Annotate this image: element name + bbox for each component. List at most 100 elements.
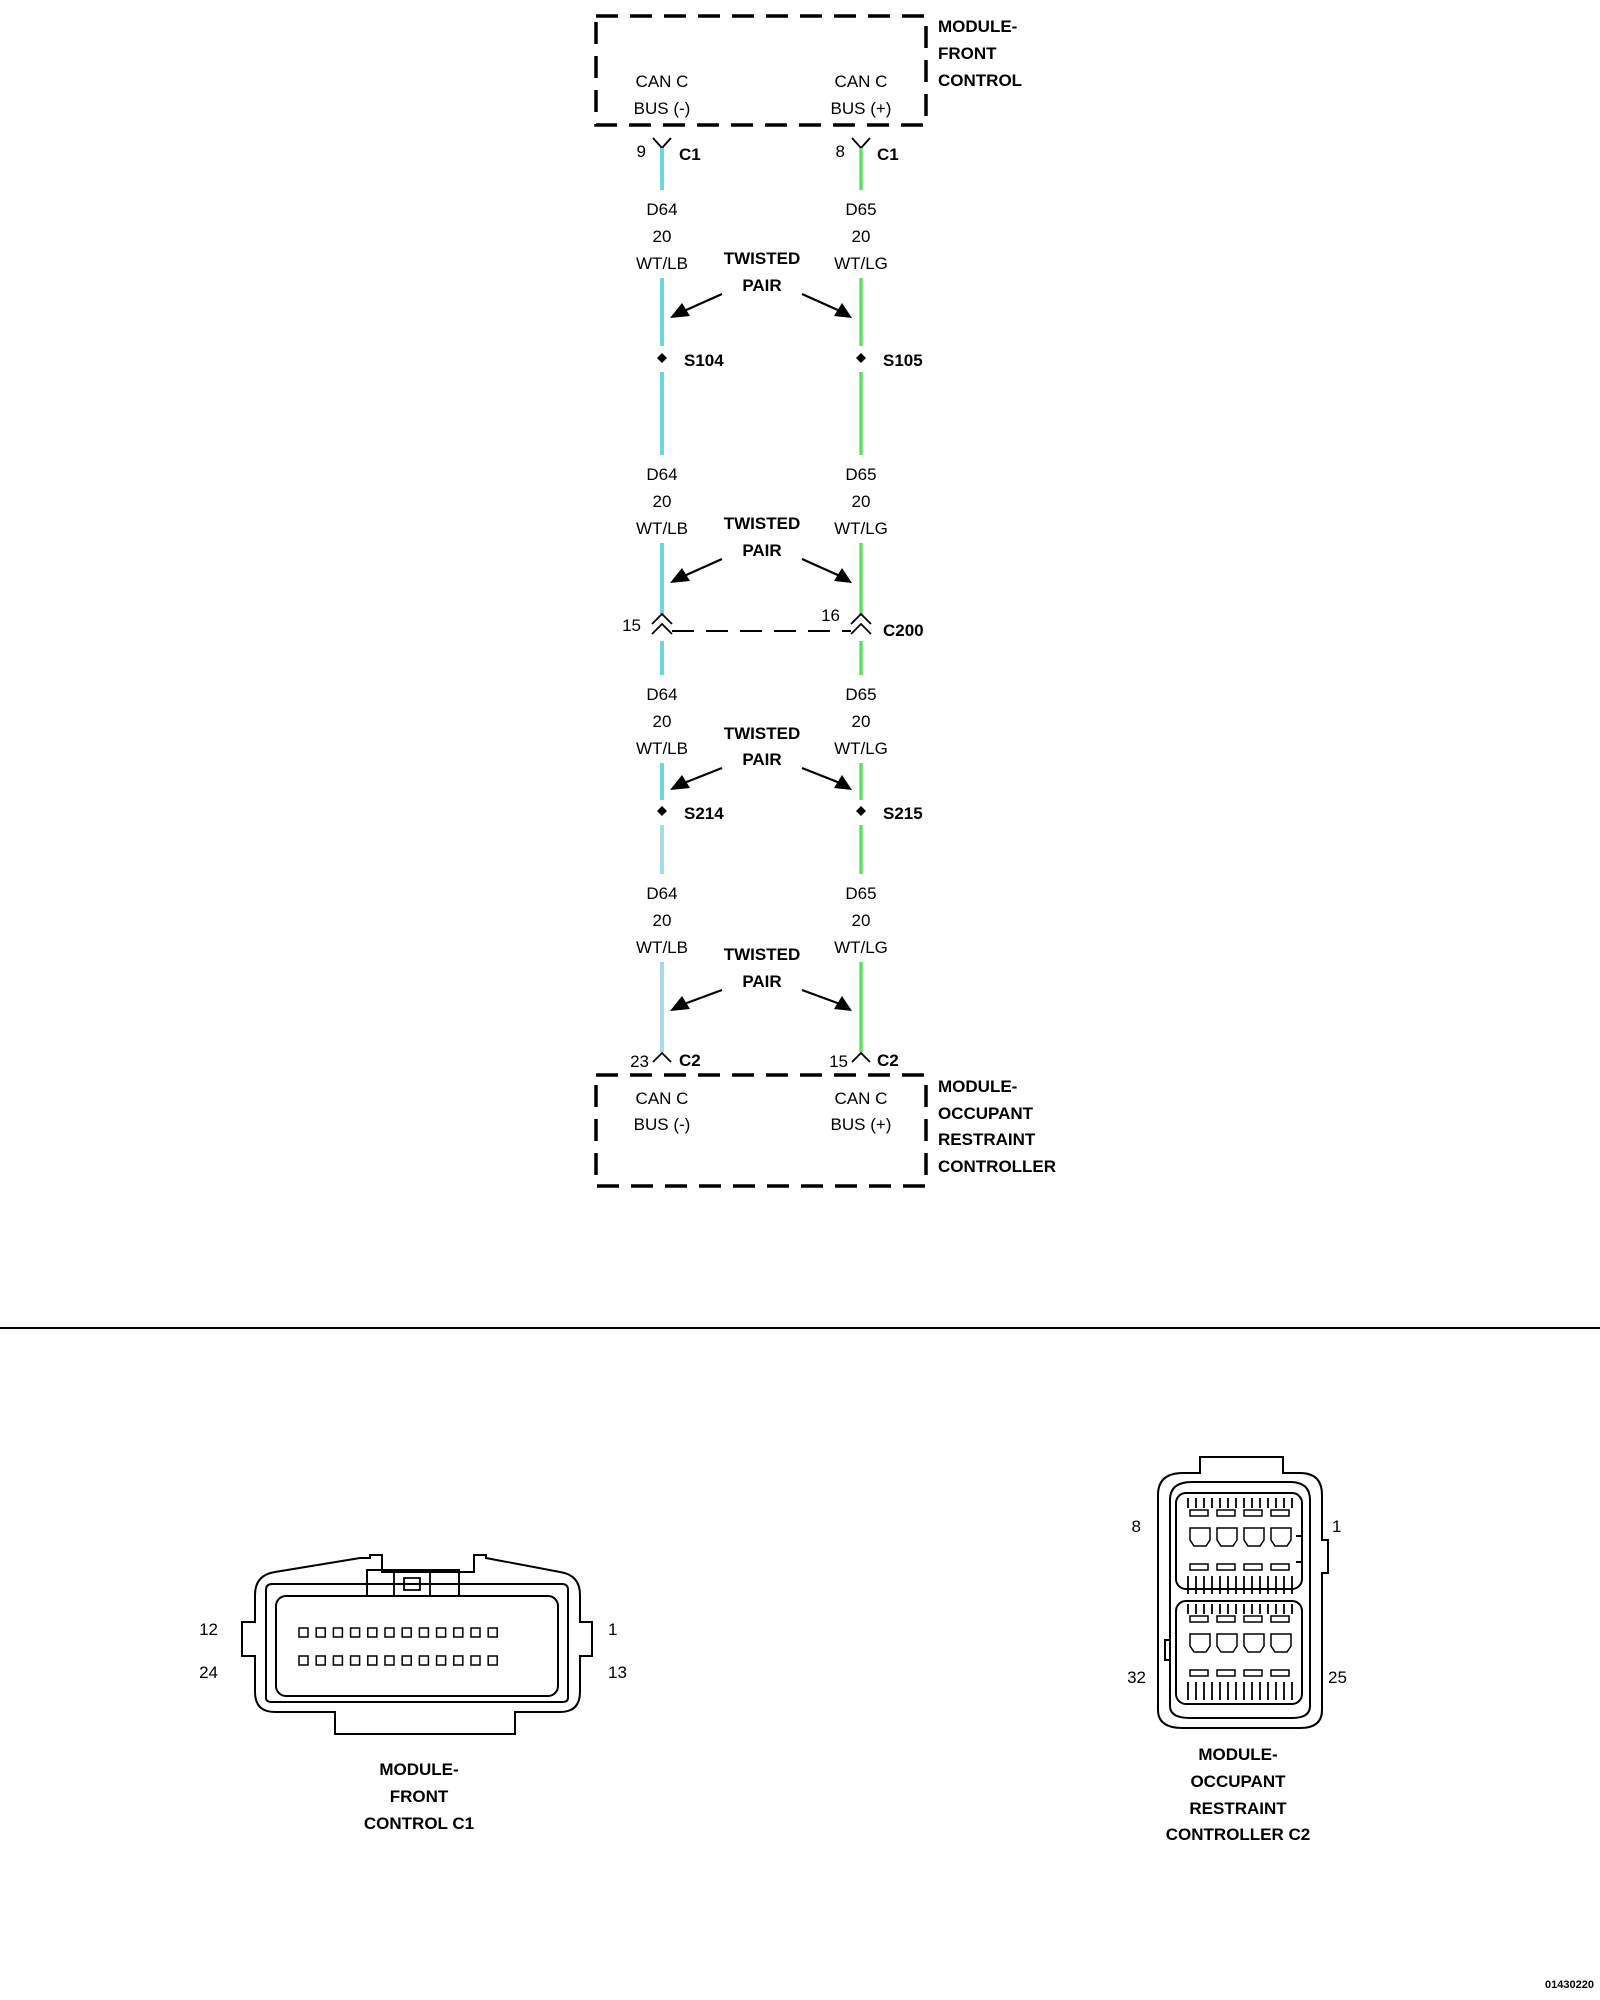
- c2-pin-contact: [1216, 1563, 1236, 1571]
- c1-pin-cavity: [470, 1627, 481, 1638]
- c1-view-pin-12: 12: [199, 1620, 218, 1639]
- wire-segment-2: D64 20 WT/LB D65 20 WT/LG TWISTED PAIR: [636, 465, 888, 583]
- c2-pin-contact: [1270, 1509, 1290, 1517]
- c1-view-pin-13: 13: [608, 1663, 627, 1682]
- c1-pin-cavity: [435, 1655, 447, 1666]
- splice-s104: S104: [684, 351, 724, 370]
- seg4-neg-color: WT/LB: [636, 938, 688, 957]
- seg3-twisted: TWISTED: [724, 724, 801, 743]
- c2-view-lower-cavity: [1175, 1600, 1303, 1705]
- seg2-arrow-left: [670, 557, 723, 583]
- seg2-pos-gauge: 20: [852, 492, 871, 511]
- c1-pin-cavity: [367, 1627, 378, 1638]
- splice-s105-dot: [856, 353, 866, 363]
- front-control-pin-pos-line1: CAN C: [835, 72, 888, 91]
- wire-segment-3: D64 20 WT/LB D65 20 WT/LG TWISTED PAIR: [636, 685, 888, 790]
- c2-view-pin-25: 25: [1328, 1668, 1347, 1687]
- c1-pin-cavity: [298, 1655, 309, 1666]
- module-orc-name-2: OCCUPANT: [938, 1104, 1034, 1123]
- c2-pin-contact: [1270, 1563, 1290, 1571]
- c1-view-pin-cavity: [275, 1595, 559, 1697]
- c2-pin-cavity: [1216, 1527, 1238, 1547]
- c1-pin-cavity: [470, 1655, 481, 1666]
- c1-view-caption-2: FRONT: [390, 1787, 449, 1806]
- seg2-twisted: TWISTED: [724, 514, 801, 533]
- seg3-pos-color: WT/LG: [834, 739, 888, 758]
- seg3-pair: PAIR: [742, 750, 781, 769]
- wire-segment-1: D64 20 WT/LB D65 20 WT/LG TWISTED PAIR: [636, 200, 888, 318]
- connector-c1-top: 9 C1 8 C1: [637, 137, 899, 164]
- seg4-arrow-right: [801, 988, 852, 1011]
- c2-pin-contact: [1243, 1669, 1263, 1677]
- c1-pin-cavity: [487, 1627, 498, 1638]
- seg4-neg-gauge: 20: [653, 911, 672, 930]
- module-front-control-name-1: MODULE-: [938, 17, 1017, 36]
- splice-pair-1: S104 S105: [657, 351, 923, 370]
- seg2-pos-color: WT/LG: [834, 519, 888, 538]
- c1-view-outer-shell: [241, 1554, 593, 1735]
- seg1-neg-circuit: D64: [646, 200, 677, 219]
- seg2-pair: PAIR: [742, 541, 781, 560]
- seg1-neg-gauge: 20: [653, 227, 672, 246]
- seg2-pos-circuit: D65: [845, 465, 876, 484]
- c1-pin-cavity: [418, 1627, 430, 1638]
- c1-pin-cavity: [435, 1627, 447, 1638]
- c2-view-upper-cavity: [1175, 1492, 1303, 1590]
- seg4-arrow-left: [670, 988, 723, 1011]
- orc-pin-neg-line2: BUS (-): [634, 1115, 691, 1134]
- c2-view-caption-1: MODULE-: [1198, 1745, 1277, 1764]
- c2-pin-cavity: [1189, 1527, 1211, 1547]
- seg2-neg-gauge: 20: [653, 492, 672, 511]
- c1-pin-cavity: [453, 1655, 464, 1666]
- c2-label-pos: C2: [877, 1051, 899, 1070]
- seg4-pos-color: WT/LG: [834, 938, 888, 957]
- seg3-arrow-left: [670, 766, 723, 790]
- c1-view-pin-1: 1: [608, 1620, 617, 1639]
- seg4-pair: PAIR: [742, 972, 781, 991]
- seg3-neg-circuit: D64: [646, 685, 677, 704]
- module-front-control-name-3: CONTROL: [938, 71, 1022, 90]
- c2-pin-contact: [1189, 1509, 1209, 1517]
- c2-pin-contact: [1216, 1509, 1236, 1517]
- c2-view-upper-pins: [1187, 1498, 1293, 1594]
- c2-pin-cavity: [1243, 1527, 1265, 1547]
- seg3-pos-circuit: D65: [845, 685, 876, 704]
- seg3-pos-gauge: 20: [852, 712, 871, 731]
- seg2-arrow-right: [801, 557, 852, 583]
- splice-s214-dot: [657, 806, 667, 816]
- splice-s215-dot: [856, 806, 866, 816]
- splice-s215: S215: [883, 804, 923, 823]
- c2-view-pin-32: 32: [1127, 1668, 1146, 1687]
- c2-pin-contact: [1189, 1669, 1209, 1677]
- c2-pin-pos: 15: [829, 1052, 848, 1071]
- seg1-pos-color: WT/LG: [834, 254, 888, 273]
- c1-pin-pos: 8: [836, 142, 845, 161]
- c2-view-outer-shell: [1157, 1456, 1329, 1729]
- c1-pin-cavity: [315, 1655, 326, 1666]
- c1-pin-cavity: [367, 1655, 378, 1666]
- c1-pin-cavity: [349, 1655, 361, 1666]
- seg1-neg-color: WT/LB: [636, 254, 688, 273]
- seg1-twisted: TWISTED: [724, 249, 801, 268]
- seg1-arrow-right: [801, 292, 852, 318]
- connector-c2-bottom: 23 C2 15 C2: [630, 1051, 899, 1071]
- c1-pin-cavity: [332, 1627, 344, 1638]
- c1-pin-cavity: [401, 1627, 412, 1638]
- seg4-pos-circuit: D65: [845, 884, 876, 903]
- front-control-pin-neg-line2: BUS (-): [634, 99, 691, 118]
- c1-pin-cavity: [349, 1627, 361, 1638]
- c2-view-lower-pins: [1187, 1604, 1293, 1700]
- c1-pin-cavity: [315, 1627, 326, 1638]
- c1-pin-cavity: [332, 1655, 344, 1666]
- orc-pin-pos-line2: BUS (+): [831, 1115, 892, 1134]
- module-occupant-restraint: MODULE- OCCUPANT RESTRAINT CONTROLLER CA…: [594, 1073, 1056, 1188]
- seg4-twisted: TWISTED: [724, 945, 801, 964]
- seg4-pos-gauge: 20: [852, 911, 871, 930]
- c2-pin-contact: [1243, 1615, 1263, 1623]
- c1-pin-cavity: [298, 1627, 309, 1638]
- orc-pin-pos-line1: CAN C: [835, 1089, 888, 1108]
- seg1-arrow-left: [670, 292, 723, 318]
- c2-pin-contact: [1189, 1563, 1209, 1571]
- splice-s104-dot: [657, 353, 667, 363]
- c2-pin-cavity: [1270, 1633, 1292, 1653]
